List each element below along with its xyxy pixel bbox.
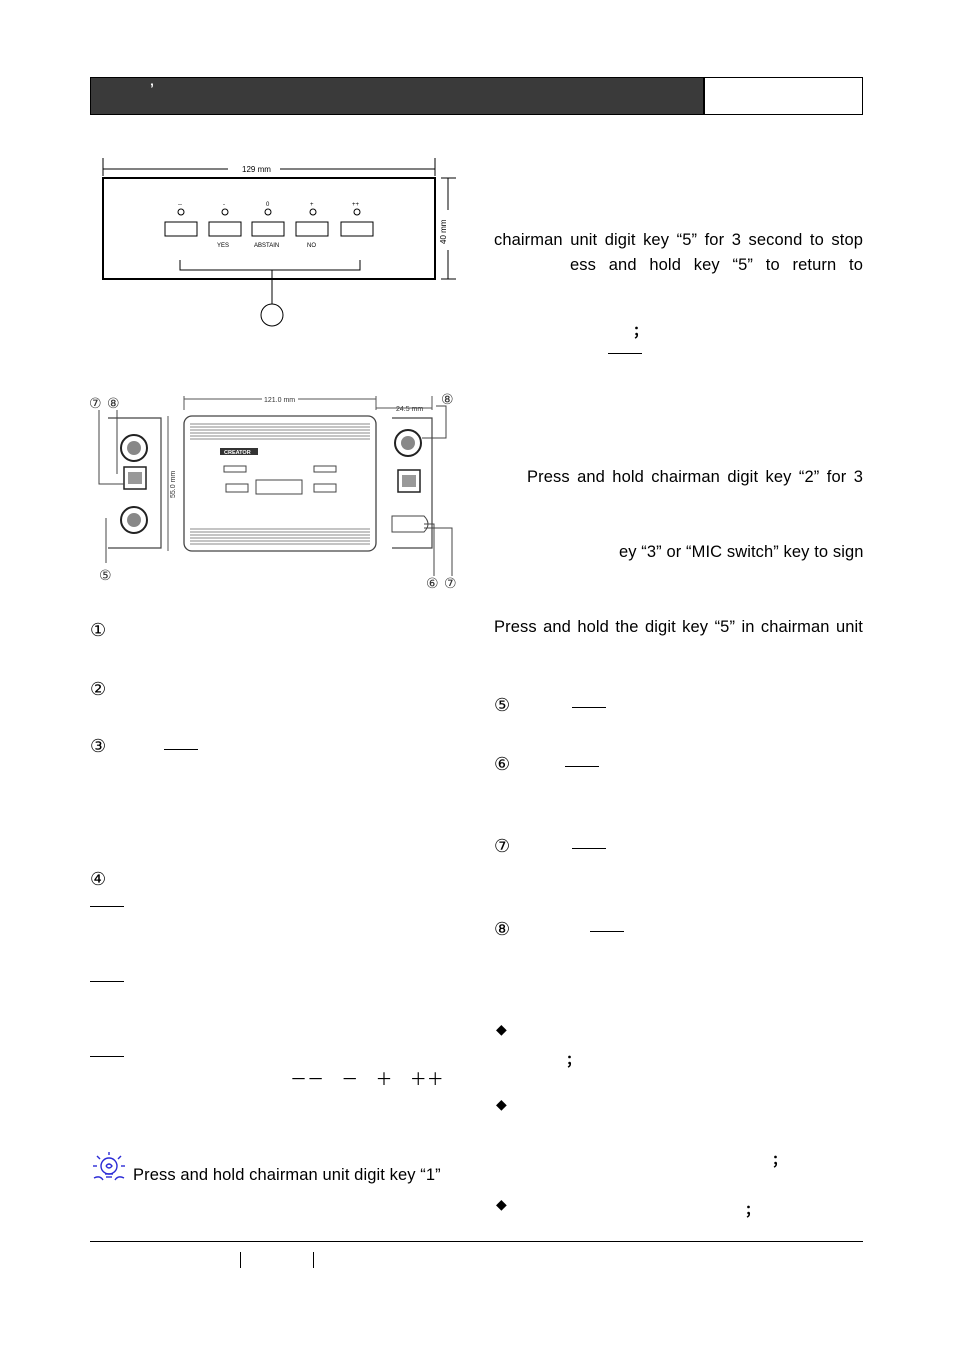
marker-7: ⑦ <box>494 836 511 857</box>
marker-5: ⑤ <box>494 695 511 716</box>
unit-brand: CREATOR <box>224 450 251 456</box>
unit-dimension-diagram: 121.0 mm 24.5 mm 55.0 mm CREATOR ⑦ ⑧ ⑤ ⑧… <box>89 392 457 592</box>
header-mark: ’ <box>150 80 154 96</box>
marker-1: ① <box>90 620 107 641</box>
indicator-minus-minus: -- <box>178 202 182 208</box>
label-no: NO <box>307 243 316 249</box>
underline-4c <box>90 1056 124 1057</box>
underline-4a <box>90 906 124 907</box>
panel-height-label: 40 mm <box>439 219 448 244</box>
callout-5: ⑤ <box>99 568 112 584</box>
underline-6 <box>565 766 599 767</box>
voting-panel-diagram: 129 mm 40 mm -- - 0 + ++ YES ABSTAIN NO <box>102 158 456 327</box>
indicator-plus: + <box>310 202 314 208</box>
marker-6: ⑥ <box>494 754 511 775</box>
semicolon-3: ； <box>772 1152 786 1168</box>
right-line-1: chairman unit digit key “5” for 3 second… <box>494 231 863 249</box>
panel-width-label: 129 mm <box>242 165 271 174</box>
unit-height-label: 55.0 mm <box>170 471 177 498</box>
lightbulb-tip-icon <box>93 1152 125 1181</box>
callout-8-right: ⑧ <box>441 392 454 408</box>
right-line-3: Press and hold chairman digit key “2” fo… <box>527 468 863 486</box>
right-line-4: ey “3” or “MIC switch” key to sign <box>619 543 864 561</box>
label-abstain: ABSTAIN <box>254 243 279 249</box>
underline-8 <box>590 931 624 932</box>
bullet-diamond-1: ◆ <box>496 1022 507 1038</box>
right-line-2: ess and hold key “5” to return to <box>570 256 863 274</box>
marker-8: ⑧ <box>494 919 511 940</box>
header-page-box <box>704 77 863 115</box>
marker-2: ② <box>90 679 107 700</box>
tip-text: Press and hold chairman unit digit key “… <box>133 1166 441 1184</box>
underline-7 <box>572 848 606 849</box>
indicator-plus-plus: ++ <box>352 202 360 208</box>
vote-symbols: －－ － ＋ ＋＋ <box>290 1070 444 1090</box>
callout-6: ⑥ <box>426 576 439 592</box>
indicator-minus: - <box>223 202 225 208</box>
callout-8-left: ⑧ <box>107 396 120 412</box>
underline-3 <box>164 749 198 750</box>
callout-7-left: ⑦ <box>89 396 102 412</box>
bullet-diamond-3: ◆ <box>496 1197 507 1213</box>
footer-rule <box>90 1241 863 1242</box>
marker-3: ③ <box>90 736 107 757</box>
semicolon-1: ； <box>633 323 647 339</box>
semicolon-4: ； <box>745 1202 759 1218</box>
marker-4: ④ <box>90 869 107 890</box>
label-yes: YES <box>217 243 229 249</box>
unit-side-width-label: 24.5 mm <box>396 406 423 413</box>
underline-5 <box>572 707 606 708</box>
indicator-zero: 0 <box>266 202 270 208</box>
unit-width-label: 121.0 mm <box>264 397 295 404</box>
footer-separator-1 <box>240 1252 241 1268</box>
footer-separator-2 <box>313 1252 314 1268</box>
underline-4b <box>90 981 124 982</box>
semicolon-2: ； <box>566 1052 580 1068</box>
underline-right-1 <box>608 353 642 354</box>
right-line-5: Press and hold the digit key “5” in chai… <box>494 618 863 636</box>
callout-7-right: ⑦ <box>444 576 457 592</box>
header-bar <box>90 77 704 115</box>
bullet-diamond-2: ◆ <box>496 1097 507 1113</box>
